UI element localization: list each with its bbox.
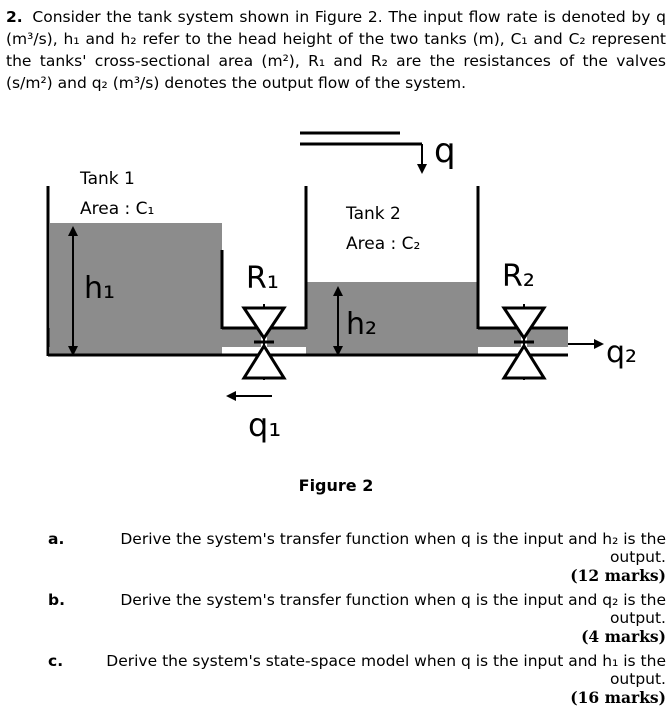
question-text-block: 2. Consider the tank system shown in Fig… xyxy=(6,6,666,94)
tank2-title: Tank 2 xyxy=(345,204,401,224)
label-r1: R₁ xyxy=(246,261,279,296)
part-a: a. Derive the system's transfer function… xyxy=(48,530,666,585)
label-h2: h₂ xyxy=(346,307,377,342)
part-a-text: Derive the system's transfer function wh… xyxy=(120,530,666,566)
label-r2: R₂ xyxy=(502,259,535,294)
h2-arrow xyxy=(333,286,343,356)
valve-r2 xyxy=(501,304,547,380)
tank-system-figure: q Tank 1 Area : C₁ Tank 2 Area : C₂ h₁ h… xyxy=(46,131,637,444)
figure-caption: Figure 2 xyxy=(298,476,374,495)
label-q: q xyxy=(434,131,456,171)
part-c-label: c. xyxy=(48,652,64,670)
question-number: 2. xyxy=(6,8,23,26)
part-c: c. Derive the system's state-space model… xyxy=(48,652,666,707)
label-q1: q₁ xyxy=(248,406,281,444)
q1-arrow xyxy=(226,391,272,401)
question-body: Consider the tank system shown in Figure… xyxy=(6,8,666,92)
tank1-area: Area : C₁ xyxy=(80,199,154,219)
tank1-title: Tank 1 xyxy=(79,169,135,189)
part-b-marks: (4 marks) xyxy=(581,627,666,646)
h1-arrow xyxy=(68,226,78,356)
part-c-text: Derive the system's state-space model wh… xyxy=(106,652,666,688)
q2-arrow xyxy=(568,339,604,349)
part-c-marks: (16 marks) xyxy=(570,688,666,707)
inlet-pipe xyxy=(300,131,427,174)
tank2-area: Area : C₂ xyxy=(346,234,420,254)
part-b-label: b. xyxy=(48,591,65,609)
connecting-pipe xyxy=(48,328,568,347)
valve-r1 xyxy=(241,304,287,380)
label-q2: q₂ xyxy=(606,335,637,370)
label-h1: h₁ xyxy=(84,271,115,306)
part-b-text: Derive the system's transfer function wh… xyxy=(120,591,666,627)
part-a-marks: (12 marks) xyxy=(570,566,666,585)
question-parts: a. Derive the system's transfer function… xyxy=(48,530,666,713)
part-a-label: a. xyxy=(48,530,65,548)
part-b: b. Derive the system's transfer function… xyxy=(48,591,666,646)
